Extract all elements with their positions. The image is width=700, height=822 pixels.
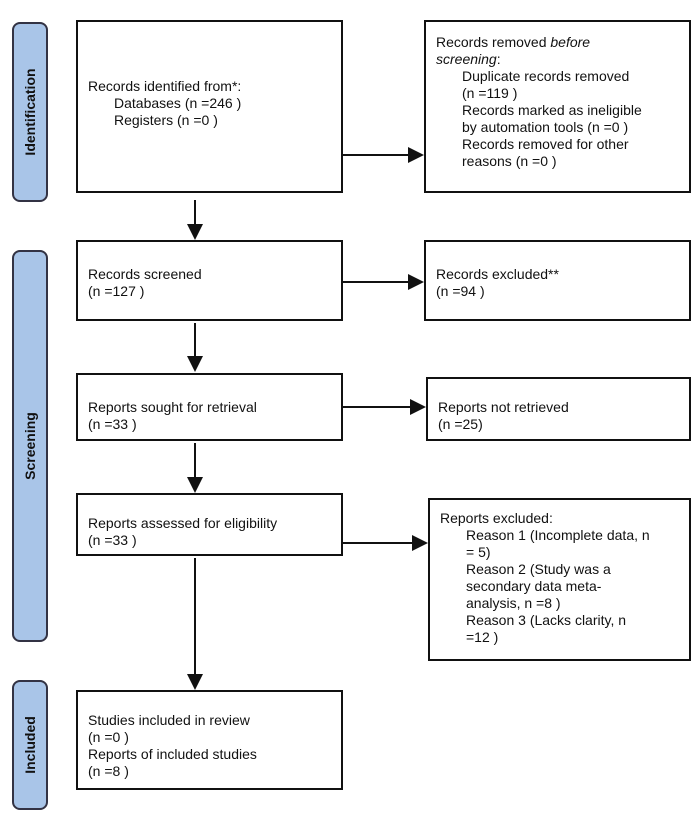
text-line: Reports of included studies [88,746,257,762]
reports-sought-box: Reports sought for retrieval(n =33 ) [76,373,343,441]
text-line: Records excluded** [436,266,559,282]
text-line: Reports excluded: [440,510,553,526]
text-line: (n =25) [438,416,483,432]
text-line: Reports sought for retrieval [88,399,257,415]
text-line: : [496,51,501,67]
studies-included-box: Studies included in review(n =0 )Reports… [76,690,343,790]
text-line: Duplicate records removed [462,68,630,84]
text-line: (n =33 ) [88,532,137,548]
text-line: Registers (n =0 ) [114,112,218,128]
records-screened-box: Records screened(n =127 ) [76,240,343,321]
text-line: Reports not retrieved [438,399,569,415]
text-line: Records removed before [436,34,679,51]
stage-identification: Identification [12,22,48,202]
text-line: (n =94 ) [436,283,485,299]
text-line: (n =127 ) [88,283,145,299]
text-line: =12 ) [466,629,499,645]
text-line: before [550,34,591,50]
text-line: (n =119 ) [462,85,518,101]
reports-assessed-box: Reports assessed for eligibility(n =33 ) [76,493,343,556]
text-line: Studies included in review [88,712,250,728]
text-line: Records marked as ineligible [462,102,642,118]
text-line: Reason 1 (Incomplete data, n [466,527,650,543]
text-line: (n =33 ) [88,416,137,432]
text-line: Records screened [88,266,202,282]
text-line: secondary data meta- [466,578,602,594]
stage-included: Included [12,680,48,810]
text-line: screening: [436,51,679,68]
text-line: by automation tools (n =0 ) [462,119,629,135]
reports-not-retrieved-box: Reports not retrieved(n =25) [426,377,691,441]
text-line: Records removed for other [462,136,629,152]
stage-screening: Screening [12,250,48,642]
records-identified-box: Records identified from*: Databases (n =… [76,20,343,193]
records-excluded-box: Records excluded**(n =94 ) [424,240,691,321]
text-line: Records removed [436,34,551,50]
reports-excluded-box: Reports excluded: Reason 1 (Incomplete d… [428,498,691,661]
text-line: analysis, n =8 ) [466,595,561,611]
text-line: Reports assessed for eligibility [88,515,278,531]
text-line: (n =8 ) [88,763,129,779]
text-line: Reason 2 (Study was a [466,561,611,577]
text-line: reasons (n =0 ) [462,153,557,169]
text-line: Databases (n =246 ) [114,95,242,111]
text-line: screening [436,51,497,67]
text-line: Records identified from*: [88,78,242,94]
text-line: Reason 3 (Lacks clarity, n [466,612,627,628]
records-removed-box: Records removed before screening: Duplic… [424,20,691,193]
text-line: (n =0 ) [88,729,129,745]
text-line: = 5) [466,544,491,560]
